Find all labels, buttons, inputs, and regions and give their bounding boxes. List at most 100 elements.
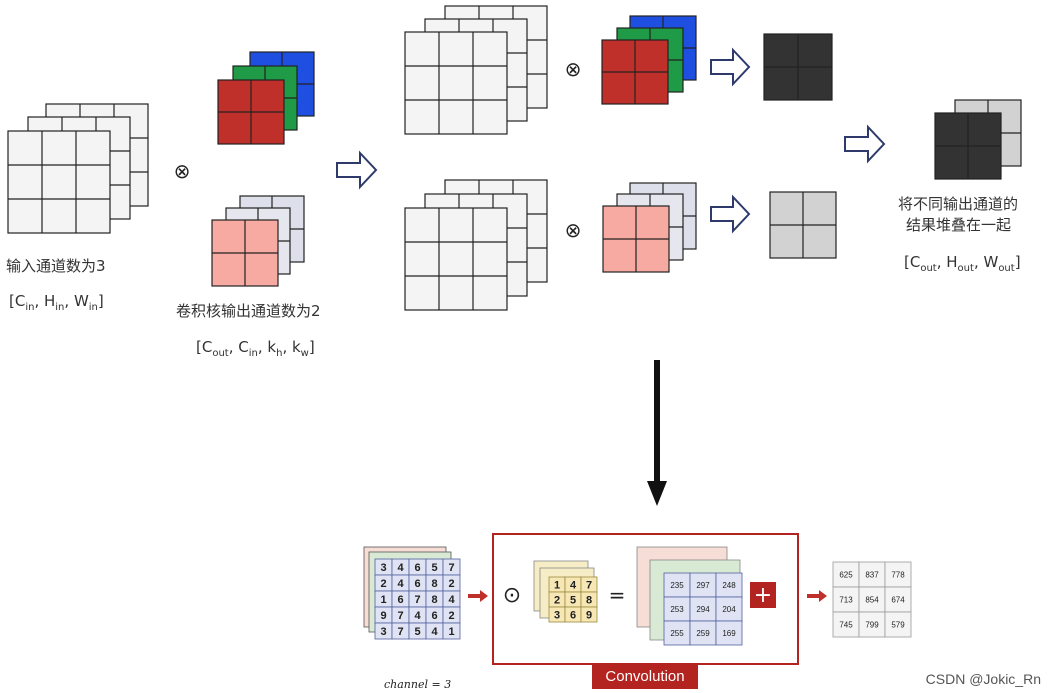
kernel-upper xyxy=(601,15,697,105)
input-value: 6 xyxy=(431,610,437,622)
input-value: 9 xyxy=(380,610,386,622)
result-value: 799 xyxy=(865,620,879,629)
input-value: 7 xyxy=(448,562,454,574)
input-value: 7 xyxy=(414,594,420,606)
kernel-cell xyxy=(580,606,598,623)
result-value: 713 xyxy=(839,595,853,604)
hollow-arrow-lower xyxy=(710,194,751,234)
kernel-value: 4 xyxy=(570,579,577,591)
input-value: 4 xyxy=(414,610,421,622)
partial-cell xyxy=(715,596,743,622)
convolve-operator-2: ⊗ xyxy=(565,57,582,81)
input-value: 4 xyxy=(397,562,404,574)
convolve-operator-3: ⊗ xyxy=(565,218,582,242)
kernel-value: 1 xyxy=(554,579,560,591)
partial-value: 255 xyxy=(670,629,684,638)
input-value: 8 xyxy=(431,578,437,590)
partial-value: 294 xyxy=(696,605,710,614)
plus-symbol: + xyxy=(754,583,772,608)
kernel-caption: 卷积核输出通道数为2 xyxy=(176,302,321,320)
input-value: 1 xyxy=(380,594,386,606)
input-value: 7 xyxy=(397,626,403,638)
result-value: 579 xyxy=(891,620,905,629)
kernel-shape: [Cout, Cin, kh, kw] xyxy=(196,338,315,359)
partial-cell xyxy=(663,620,691,646)
hadamard-symbol: ⊙ xyxy=(503,583,521,608)
input-cell xyxy=(442,622,461,640)
result-cell xyxy=(832,611,860,638)
kernel-value: 7 xyxy=(586,579,592,591)
partial-value: 297 xyxy=(696,581,710,590)
convolve-operator-1: ⊗ xyxy=(174,159,191,183)
input-value: 6 xyxy=(414,578,420,590)
partial-cell xyxy=(689,572,717,598)
output-dark-map xyxy=(763,33,833,101)
input-shape: [Cin, Hin, Win] xyxy=(9,292,104,313)
input-value: 2 xyxy=(448,578,454,590)
input-value: 7 xyxy=(397,610,403,622)
result-value: 837 xyxy=(865,570,879,579)
output-caption-line2: 结果堆叠在一起 xyxy=(906,216,1012,234)
kernel-value: 2 xyxy=(554,594,560,606)
input-value: 4 xyxy=(397,578,404,590)
input-value: 5 xyxy=(431,562,437,574)
result-value: 745 xyxy=(839,620,853,629)
result-value: 854 xyxy=(865,595,879,604)
hollow-arrow-stack xyxy=(844,124,886,164)
kernel-lower xyxy=(602,182,697,273)
bottom-partial-grid: 235 297 248 253 294 204 255 259 169 xyxy=(663,572,743,646)
partial-value: 253 xyxy=(670,605,684,614)
kernel-stack-pale xyxy=(211,195,305,287)
kernel-value: 3 xyxy=(554,609,560,621)
result-cell xyxy=(884,611,912,638)
hollow-arrow-upper xyxy=(710,47,751,87)
output-shape: [Cout, Hout, Wout] xyxy=(904,253,1021,274)
partial-value: 259 xyxy=(696,629,710,638)
partial-value: 235 xyxy=(670,581,684,590)
result-value: 625 xyxy=(839,570,853,579)
result-cell xyxy=(884,561,912,588)
input-value: 3 xyxy=(380,562,386,574)
input-stack-upper xyxy=(404,5,548,135)
equals-symbol: = xyxy=(609,583,626,607)
input-value: 2 xyxy=(380,578,386,590)
result-cell xyxy=(884,586,912,613)
partial-value: 248 xyxy=(722,581,736,590)
kernel-stack-colored xyxy=(217,51,315,145)
input-feature-stack xyxy=(7,103,149,234)
input-value: 4 xyxy=(448,594,455,606)
partial-value: 204 xyxy=(722,605,736,614)
red-arrow-2 xyxy=(807,590,827,602)
input-value: 6 xyxy=(414,562,420,574)
convolution-label: Convolution xyxy=(592,665,698,689)
plus-box xyxy=(750,582,776,608)
convolution-box xyxy=(492,533,799,665)
partial-cell xyxy=(715,572,743,598)
input-value: 6 xyxy=(397,594,403,606)
output-light-map xyxy=(769,191,837,259)
input-value: 2 xyxy=(448,610,454,622)
red-arrow-1 xyxy=(468,590,488,602)
result-value: 674 xyxy=(891,595,905,604)
output-caption-line1: 将不同输出通道的 xyxy=(898,195,1019,213)
input-caption: 输入通道数为3 xyxy=(6,257,106,275)
input-value: 8 xyxy=(431,594,437,606)
result-cell xyxy=(858,586,886,613)
kernel-value: 9 xyxy=(586,609,592,621)
result-cell xyxy=(858,611,886,638)
input-value: 3 xyxy=(380,626,386,638)
input-value: 5 xyxy=(414,626,420,638)
watermark: CSDN @Jokic_Rn xyxy=(925,671,1041,687)
partial-cell xyxy=(715,620,743,646)
input-value: 1 xyxy=(448,626,454,638)
channel-label: channel = 3 xyxy=(384,678,452,691)
partial-value: 169 xyxy=(722,629,736,638)
input-stack-lower xyxy=(404,179,548,311)
kernel-value: 6 xyxy=(570,609,576,621)
hollow-arrow-main xyxy=(336,150,378,190)
down-arrowhead xyxy=(647,481,667,506)
